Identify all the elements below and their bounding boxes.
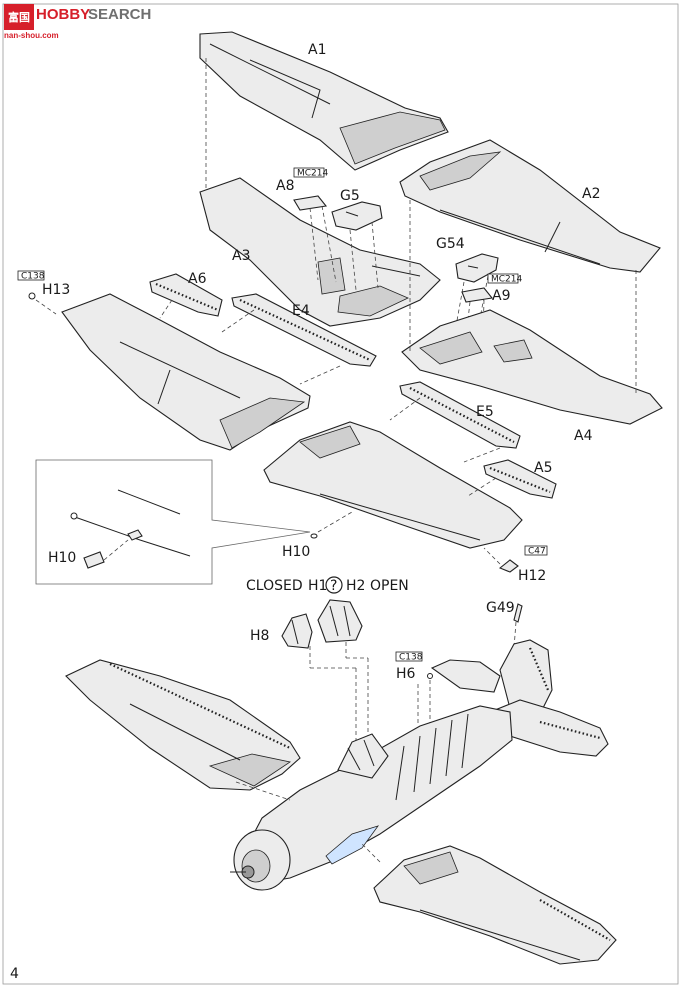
- label-h10-inset: H10: [48, 550, 76, 566]
- label-h6: H6: [396, 666, 416, 682]
- part-a2: A2: [399, 139, 661, 273]
- canopy-open: OPEN: [370, 578, 409, 594]
- part-a8: MC214 A8: [276, 167, 337, 283]
- label-a3: A3: [232, 248, 250, 264]
- label-e4: E4: [292, 303, 310, 319]
- canopy-h1: H1: [308, 578, 327, 594]
- canopy-h2: H2: [346, 578, 365, 594]
- label-a8: A8: [276, 178, 294, 194]
- part-h8: H8: [250, 613, 357, 752]
- canopy-heading: CLOSED H1 ? H2 OPEN: [246, 576, 409, 594]
- part-e5: E5: [389, 381, 521, 463]
- ref-mc214-a9: MC214: [491, 275, 523, 285]
- label-h10: H10: [282, 544, 310, 560]
- ref-c47-h12: C47: [528, 547, 546, 557]
- label-a5: A5: [534, 460, 552, 476]
- watermark-brand-b: SEARCH: [88, 6, 151, 23]
- label-h12: H12: [518, 568, 546, 584]
- canopy-symbol: ?: [330, 578, 337, 594]
- part-h12: C47 H12: [483, 545, 548, 584]
- part-e4: E4: [221, 293, 377, 385]
- part-a5: A5: [467, 459, 557, 499]
- label-a4: A4: [574, 428, 593, 444]
- part-g49: G49: [486, 600, 523, 649]
- page-number: 4: [10, 966, 19, 982]
- watermark-badge-text: 富国: [8, 10, 30, 24]
- ref-box-mc214-a9: [487, 273, 519, 284]
- part-g5: G5: [331, 188, 383, 291]
- watermark-site: nan-shou.com: [4, 31, 59, 40]
- part-h10: H10: [282, 511, 353, 560]
- label-g54: G54: [436, 236, 465, 252]
- part-h13: C138 H13: [17, 270, 70, 315]
- label-a9: A9: [492, 288, 510, 304]
- ref-c138-h13: C138: [21, 272, 45, 282]
- ref-box-c138-h13: [17, 270, 45, 281]
- fuselage: [230, 639, 609, 891]
- label-g5: G5: [340, 188, 360, 204]
- part-a1: A1: [199, 31, 449, 171]
- label-a2: A2: [582, 186, 600, 202]
- ref-c138-h6: C138: [399, 653, 423, 663]
- label-a6: A6: [188, 271, 207, 287]
- ref-mc214-a8: MC214: [297, 169, 329, 179]
- part-h6: C138 H6: [395, 651, 433, 724]
- label-h13: H13: [42, 282, 70, 298]
- watermark-brand-a: HOBBY: [36, 6, 90, 23]
- part-lower-wing-right: [361, 843, 617, 965]
- label-e5: E5: [476, 404, 494, 420]
- part-outer-wing-right: [263, 421, 523, 549]
- inset-detail: H10: [35, 459, 311, 585]
- ref-box-c138-h6: [395, 651, 423, 662]
- canopy-closed: CLOSED: [246, 578, 303, 594]
- page-border: [2, 3, 679, 985]
- part-a6: A6: [149, 271, 223, 319]
- ref-box-c47-h12: [524, 545, 548, 556]
- label-g49: G49: [486, 600, 515, 616]
- label-a1: A1: [308, 42, 326, 58]
- part-h2: [317, 599, 369, 752]
- part-a3: A3: [199, 177, 441, 327]
- part-lower-wing-left: [65, 659, 301, 801]
- watermark: 富国 HOBBY SEARCH nan-shou.com: [4, 4, 151, 40]
- part-outer-wing-left: [61, 293, 311, 451]
- canopy-question-icon: [325, 576, 343, 594]
- label-h8: H8: [250, 628, 269, 644]
- part-a4: A4: [401, 309, 663, 444]
- ref-box-mc214-a8: [293, 167, 325, 178]
- watermark-badge: [4, 4, 34, 30]
